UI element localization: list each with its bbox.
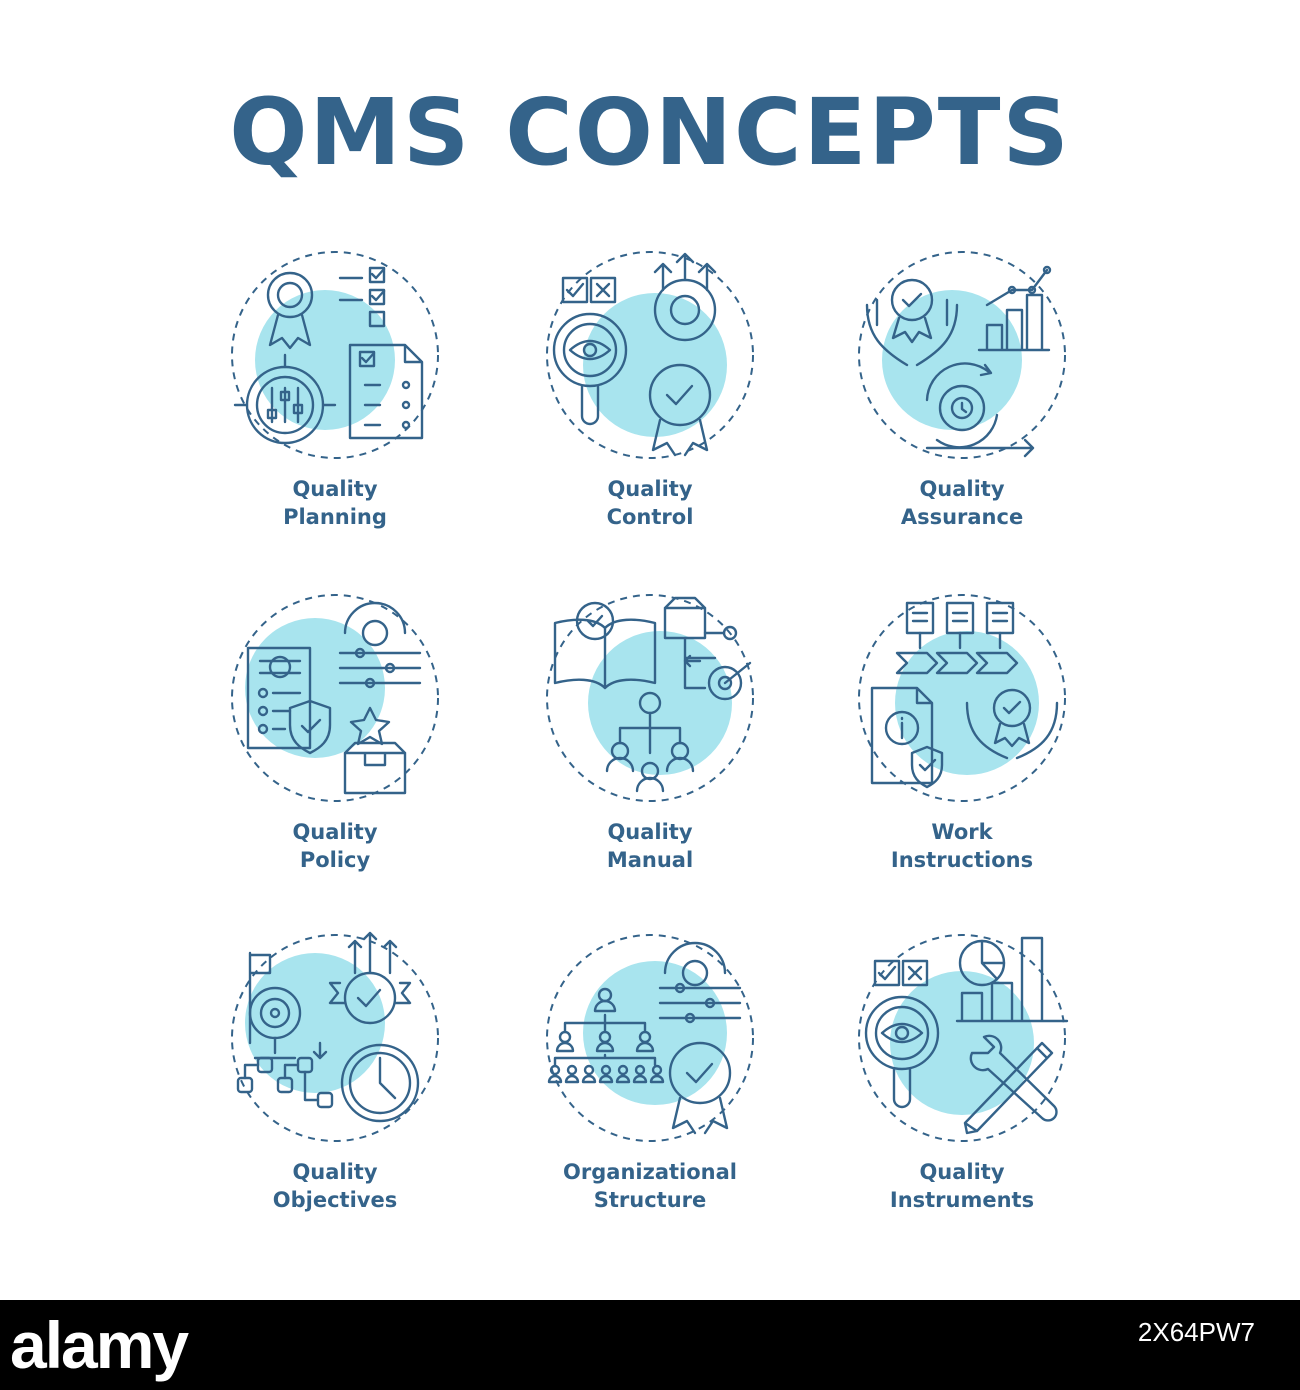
concept-quality-assurance: Quality Assurance (832, 250, 1092, 550)
footer-bar: alamy 2X64PW7 (0, 1300, 1300, 1390)
document-shield-gear-box-icon (231, 594, 439, 802)
concept-quality-planning: Quality Planning (205, 250, 465, 550)
eye-magnifier-gear-badge-icon (546, 251, 754, 459)
concept-label: Quality Assurance (900, 477, 1024, 529)
concept-label: Quality Control (606, 477, 694, 529)
concept-label: Quality Policy (292, 820, 378, 872)
concept-label: Organizational Structure (563, 1160, 737, 1212)
concept-quality-manual: Quality Manual (520, 593, 780, 893)
concept-label: Quality Objectives (272, 1160, 398, 1212)
concept-quality-objectives: Quality Objectives (205, 931, 465, 1233)
hands-badge-chart-cycle-icon (858, 251, 1066, 459)
documents-steps-info-hands-icon (858, 594, 1066, 802)
concept-label: Quality Manual (606, 820, 694, 872)
alamy-logo: alamy (10, 1308, 191, 1382)
concept-work-instructions: Work Instructions (832, 593, 1092, 893)
concept-label: Work Instructions (890, 820, 1034, 872)
page-title: QMS CONCEPTS (229, 79, 1071, 186)
gear-checklist-target-icon (231, 251, 439, 459)
book-gear-org-chart-icon (546, 594, 754, 802)
flag-target-clock-badge-icon (231, 931, 439, 1142)
concept-quality-control: Quality Control (520, 250, 780, 550)
concept-organizational-structure: Organizational Structure (520, 933, 780, 1233)
concept-quality-instruments: Quality Instruments (832, 933, 1092, 1233)
concept-label: Quality Instruments (889, 1160, 1035, 1212)
image-id: 2X64PW7 (1137, 1317, 1255, 1347)
concept-label: Quality Planning (283, 477, 387, 529)
alamy-logo-text: alamy (10, 1308, 189, 1382)
eye-chart-wrench-pencil-icon (858, 934, 1069, 1142)
people-hierarchy-gear-badge-icon (546, 934, 754, 1142)
concept-quality-policy: Quality Policy (205, 593, 465, 893)
